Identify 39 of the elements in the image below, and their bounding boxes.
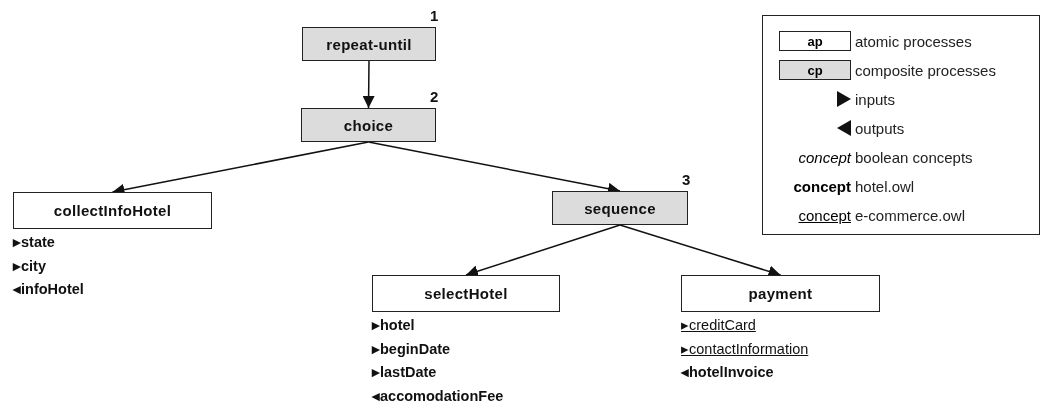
parameter-label: ▸lastDate [372, 363, 438, 382]
legend-text: inputs [855, 90, 896, 108]
concept-sample: concept [798, 148, 851, 166]
process-name: choice [343, 116, 394, 134]
composite-process-sample: cp [779, 60, 851, 80]
parameter-label: ▸contactInformation [681, 339, 809, 359]
composite-process-box [301, 108, 436, 142]
process-name: repeat-until [326, 35, 412, 53]
concept-sample: concept [798, 206, 851, 224]
process-name: payment [748, 285, 813, 302]
step-number: 3 [682, 171, 691, 188]
legend-text: boolean concepts [855, 148, 973, 166]
concept-sample: concept [793, 177, 851, 195]
atomic-process-box [372, 275, 560, 312]
parameter-label: ▸state [13, 233, 56, 252]
parameter-label: ▸hotel [372, 316, 416, 335]
atomic-process-box [13, 192, 212, 229]
arrow [465, 224, 621, 277]
parameter-label: ▸beginDate [372, 339, 452, 359]
composite-process-box [552, 191, 688, 225]
atomic-process-box [681, 275, 880, 312]
step-number: 1 [430, 7, 439, 24]
legend-text: outputs [855, 119, 905, 137]
legend-text: e-commerce.owl [855, 206, 966, 224]
atomic-process-sample: ap [779, 31, 851, 51]
legend-text: hotel.owl [855, 177, 915, 195]
parameter-label: ◂infoHotel [13, 280, 84, 299]
composite-process-box [302, 27, 436, 61]
process-name: sequence [584, 199, 656, 217]
arrow [362, 60, 375, 109]
legend-text: atomic processes [855, 32, 972, 50]
parameter-label: ◂hotelInvoice [681, 363, 775, 382]
step-number: 2 [430, 88, 439, 105]
process-name: collectInfoHotel [53, 202, 172, 219]
parameter-label: ◂accomodationFee [372, 386, 504, 406]
legend-text: composite processes [855, 61, 996, 79]
parameter-label: ▸creditCard [681, 316, 757, 335]
parameter-label: ▸city [13, 256, 47, 276]
process-name: selectHotel [424, 285, 508, 302]
